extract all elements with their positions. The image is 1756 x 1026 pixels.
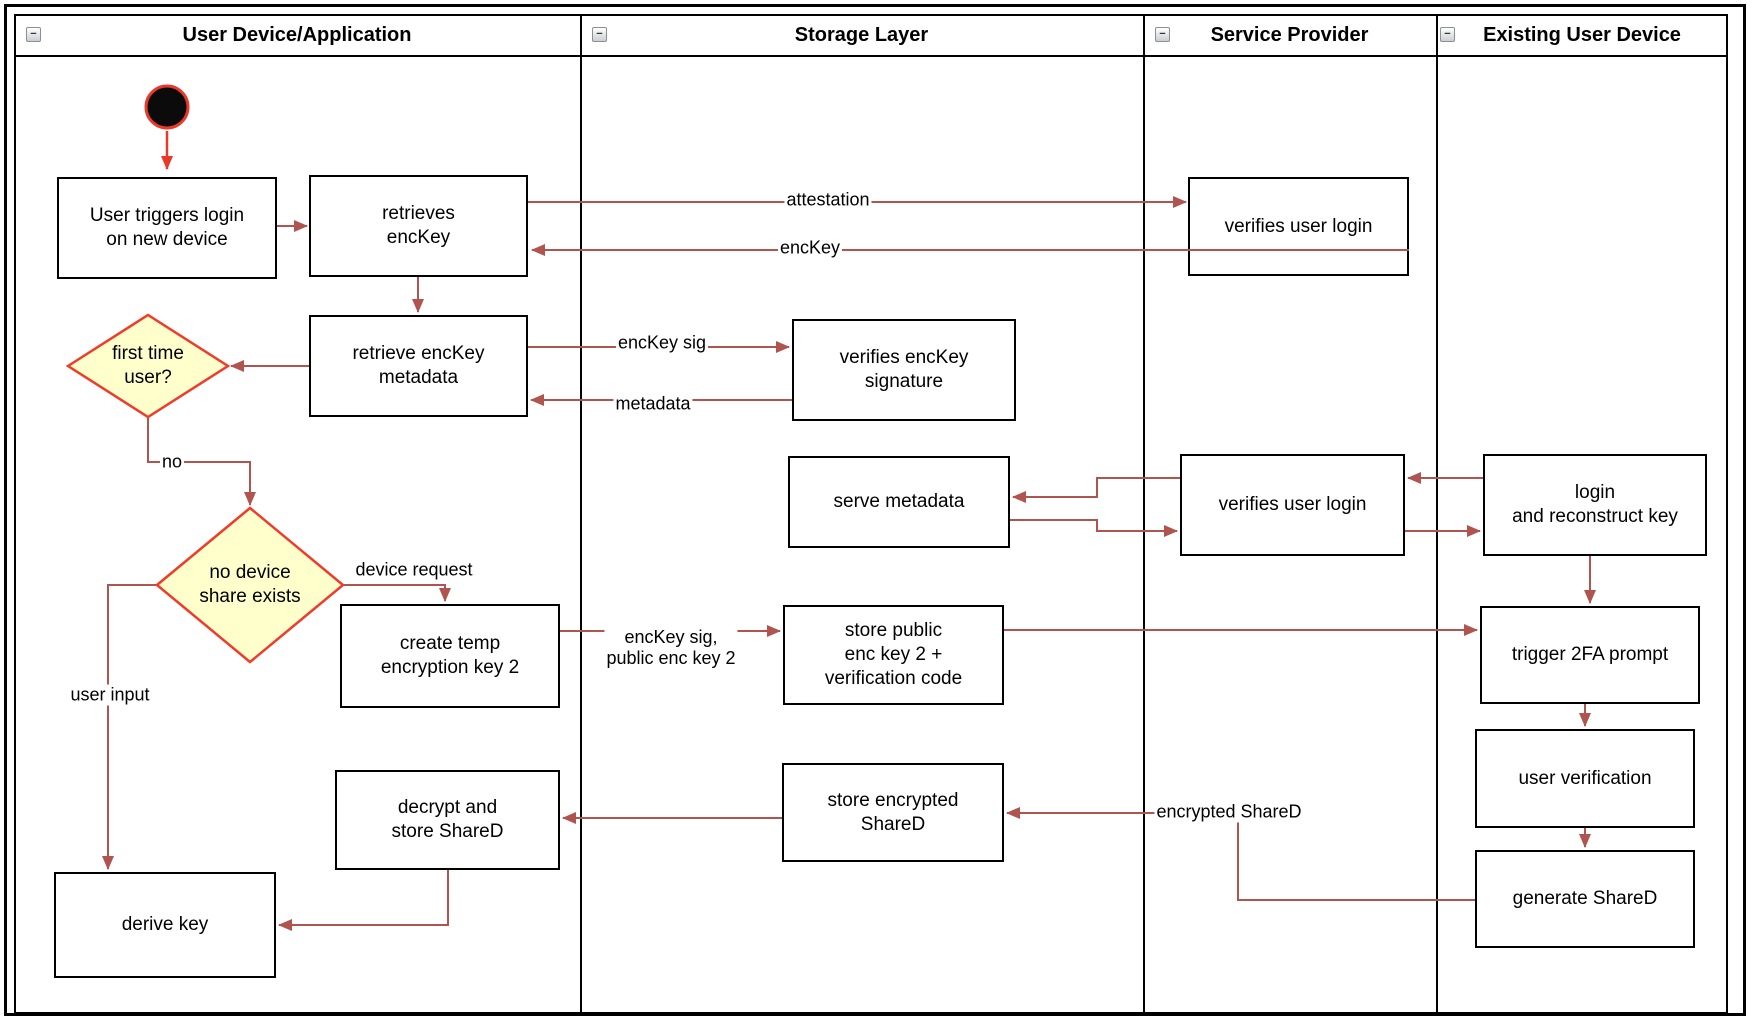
node-store-encrypted-shared[interactable]: store encrypted ShareD (782, 763, 1004, 862)
lane-divider-1 (580, 14, 582, 1014)
node-user-verification[interactable]: user verification (1475, 729, 1695, 828)
collapse-minus-icon[interactable]: − (26, 27, 41, 42)
node-store-public-enc-key-2[interactable]: store public enc key 2 + verification co… (783, 605, 1004, 705)
edge-label-no: no (159, 451, 185, 473)
node-decrypt-and-store-shared[interactable]: decrypt and store ShareD (335, 770, 560, 870)
lane-title: Storage Layer (794, 24, 929, 46)
edge-label-enckey-sig-public-enc-key-2: encKey sig, public enc key 2 (604, 627, 738, 669)
collapse-minus-icon[interactable]: − (1440, 27, 1455, 42)
node-generate-shared[interactable]: generate ShareD (1475, 850, 1695, 948)
lane-title: User Device/Application (182, 24, 412, 46)
lane-header-existing-user-device: − Existing User Device (1436, 14, 1728, 57)
decision-no-device-share-exists[interactable] (155, 506, 345, 664)
node-derive-key[interactable]: derive key (54, 872, 276, 978)
node-user-triggers-login[interactable]: User triggers login on new device (57, 177, 277, 279)
lane-divider-2 (1143, 14, 1145, 1014)
node-verifies-enckey-signature[interactable]: verifies encKey signature (792, 319, 1016, 421)
collapse-minus-icon[interactable]: − (1155, 27, 1170, 42)
diagram-frame (4, 4, 1746, 1016)
decision-first-time-user[interactable] (65, 313, 231, 419)
node-create-temp-encryption-key-2[interactable]: create temp encryption key 2 (340, 604, 560, 708)
node-trigger-2fa-prompt[interactable]: trigger 2FA prompt (1480, 606, 1700, 704)
node-login-and-reconstruct-key[interactable]: login and reconstruct key (1483, 454, 1707, 556)
initial-node[interactable] (144, 84, 190, 130)
node-verifies-user-login-2[interactable]: verifies user login (1180, 454, 1405, 556)
lane-divider-3 (1436, 14, 1438, 1014)
edge-label-metadata: metadata (613, 393, 693, 415)
edge-label-enckey-sig: encKey sig (615, 332, 709, 354)
edge-label-device-request: device request (353, 559, 475, 581)
minus-glyph: − (1444, 28, 1451, 40)
collapse-minus-icon[interactable]: − (592, 27, 607, 42)
lane-header-divider (14, 55, 1728, 57)
lane-header-storage-layer: − Storage Layer (580, 14, 1143, 57)
minus-glyph: − (596, 28, 603, 40)
node-retrieves-enckey[interactable]: retrieves encKey (309, 175, 528, 277)
node-verifies-user-login-1[interactable]: verifies user login (1188, 177, 1409, 276)
node-serve-metadata[interactable]: serve metadata (788, 456, 1010, 548)
edge-label-enckey: encKey (777, 237, 843, 259)
minus-glyph: − (1159, 28, 1166, 40)
edge-label-encrypted-shared: encrypted ShareD (1154, 801, 1304, 823)
lane-header-service-provider: − Service Provider (1143, 14, 1436, 57)
edge-label-attestation: attestation (784, 189, 872, 211)
lane-header-user-device-application: − User Device/Application (14, 14, 580, 57)
node-retrieve-enckey-metadata[interactable]: retrieve encKey metadata (309, 315, 528, 417)
minus-glyph: − (30, 28, 37, 40)
lane-title: Service Provider (1210, 24, 1369, 46)
lane-title: Existing User Device (1483, 24, 1681, 46)
edge-label-user-input: user input (68, 684, 152, 706)
